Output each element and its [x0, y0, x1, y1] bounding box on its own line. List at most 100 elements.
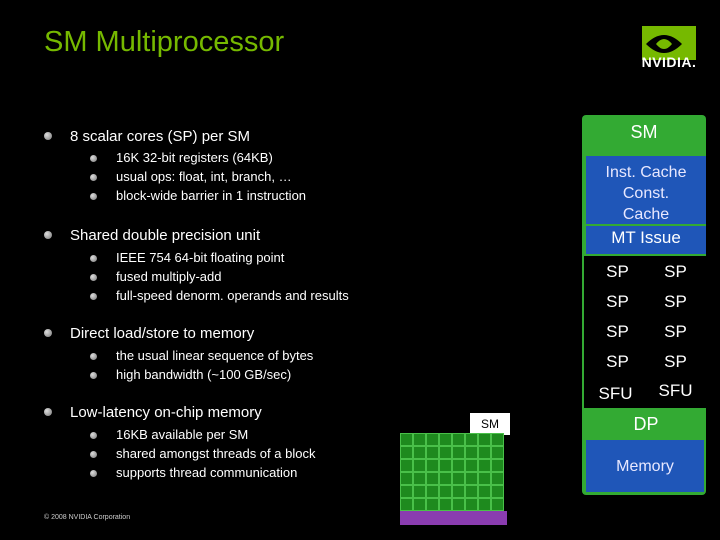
bullet-marker	[44, 231, 52, 239]
mini-sm-cell	[413, 472, 426, 485]
mini-sm-cell	[439, 446, 452, 459]
mini-sm-cell	[478, 485, 491, 498]
memory-block	[586, 440, 704, 492]
mt-issue-label: MT Issue	[611, 228, 681, 247]
mini-sm-cell	[439, 459, 452, 472]
mini-sm-schematic	[400, 433, 507, 511]
sp-unit: SP	[664, 262, 687, 281]
mini-sm-cell	[452, 498, 465, 511]
slide-title: SM Multiprocessor	[44, 26, 285, 58]
memory-label: Memory	[616, 458, 674, 475]
mini-sm-cell	[400, 498, 413, 511]
mini-sm-cell	[465, 472, 478, 485]
sp-unit: SP	[664, 292, 687, 311]
bullet-main-4: Low-latency on-chip memory	[70, 404, 262, 421]
mini-sm-cell	[439, 433, 452, 446]
dp-unit: DP	[633, 414, 659, 434]
bullet-main-1: 8 scalar cores (SP) per SM	[70, 128, 251, 145]
mini-sm-cell	[400, 433, 413, 446]
sub-bullet-marker	[90, 255, 97, 262]
mini-sm-cell	[426, 485, 439, 498]
mini-sm-cell	[400, 446, 413, 459]
sub-bullet-marker	[90, 451, 97, 458]
mini-sm-cell	[426, 459, 439, 472]
sub-bullet-3-1: the usual linear sequence of bytes	[116, 348, 314, 363]
sub-bullet-marker	[90, 353, 97, 360]
sp-unit: SP	[606, 292, 629, 311]
mini-sm-cell	[400, 472, 413, 485]
mini-sm-cell	[491, 446, 504, 459]
sub-bullet-4-2: shared amongst threads of a block	[116, 446, 316, 461]
mini-sm-cell	[478, 459, 491, 472]
sub-bullet-2-3: full-speed denorm. operands and results	[116, 288, 349, 303]
bullet-main-2: Shared double precision unit	[70, 227, 261, 244]
nvidia-eye-icon	[642, 26, 696, 60]
mini-sm-cell	[413, 485, 426, 498]
mini-sm-cell	[478, 433, 491, 446]
mini-sm-cell	[465, 498, 478, 511]
sub-bullet-3-2: high bandwidth (~100 GB/sec)	[116, 367, 292, 382]
mini-sm-label: SM	[470, 413, 510, 435]
sub-bullet-marker	[90, 174, 97, 181]
mini-sm-cell	[491, 459, 504, 472]
sub-bullet-marker	[90, 432, 97, 439]
mini-sm-cell	[452, 459, 465, 472]
sub-bullet-marker	[90, 470, 97, 477]
mini-sm-cell	[439, 472, 452, 485]
mini-sm-cell	[413, 433, 426, 446]
sub-bullet-2-2: fused multiply-add	[116, 269, 222, 284]
sp-grid	[584, 256, 706, 408]
sfu-unit: SFU	[658, 381, 693, 400]
sub-bullet-marker	[90, 155, 97, 162]
mini-sm-cell	[400, 459, 413, 472]
mini-sm-cell	[452, 433, 465, 446]
sfu-unit: SFU	[598, 384, 633, 403]
mini-sm-cell	[413, 459, 426, 472]
bullet-marker	[44, 408, 52, 416]
inst-cache-label: Inst. Cache Const. Cache	[605, 164, 687, 223]
bullet-main-3: Direct load/store to memory	[70, 325, 255, 342]
mini-sm-cell	[439, 485, 452, 498]
mini-sm-cell	[413, 446, 426, 459]
mini-sm-cell	[478, 472, 491, 485]
mini-sm-base	[400, 511, 507, 525]
sub-bullet-marker	[90, 293, 97, 300]
mini-sm-cell	[452, 485, 465, 498]
sub-bullet-marker	[90, 193, 97, 200]
bullet-marker	[44, 132, 52, 140]
sub-bullet-4-3: supports thread communication	[116, 465, 298, 480]
sub-bullet-marker	[90, 274, 97, 281]
mini-sm-cell	[478, 498, 491, 511]
sub-bullet-4-1: 16KB available per SM	[116, 427, 249, 442]
mini-sm-cell	[426, 472, 439, 485]
mini-sm-cell	[465, 433, 478, 446]
sp-unit: SP	[664, 352, 687, 371]
sub-bullet-marker	[90, 372, 97, 379]
mini-sm-cell	[478, 446, 491, 459]
sp-unit: SP	[606, 262, 629, 281]
mini-sm-cell	[452, 446, 465, 459]
sp-unit: SP	[606, 352, 629, 371]
mini-sm-cell	[491, 498, 504, 511]
inst-cache-block	[586, 156, 706, 224]
mini-sm-cell	[465, 459, 478, 472]
mini-sm-cell	[426, 446, 439, 459]
mini-sm-cell	[413, 498, 426, 511]
sp-unit: SP	[606, 322, 629, 341]
sub-bullet-1-2: usual ops: float, int, branch, …	[116, 169, 292, 184]
copyright-notice: © 2008 NVIDIA Corporation	[44, 514, 131, 521]
mini-sm-cell	[426, 498, 439, 511]
sp-unit: SP	[664, 322, 687, 341]
mini-sm-cell	[465, 485, 478, 498]
sub-bullet-1-1: 16K 32-bit registers (64KB)	[116, 150, 273, 165]
mini-sm-cell	[491, 472, 504, 485]
mini-sm-cell	[452, 472, 465, 485]
nvidia-logo-text: NVIDIA.	[641, 54, 697, 70]
mini-sm-cell	[439, 498, 452, 511]
mini-sm-cell	[400, 485, 413, 498]
mini-sm-cell	[491, 485, 504, 498]
mini-sm-cell	[465, 446, 478, 459]
mt-issue-block	[586, 226, 706, 254]
mini-sm-cell	[491, 433, 504, 446]
sub-bullet-1-3: block-wide barrier in 1 instruction	[116, 188, 307, 203]
